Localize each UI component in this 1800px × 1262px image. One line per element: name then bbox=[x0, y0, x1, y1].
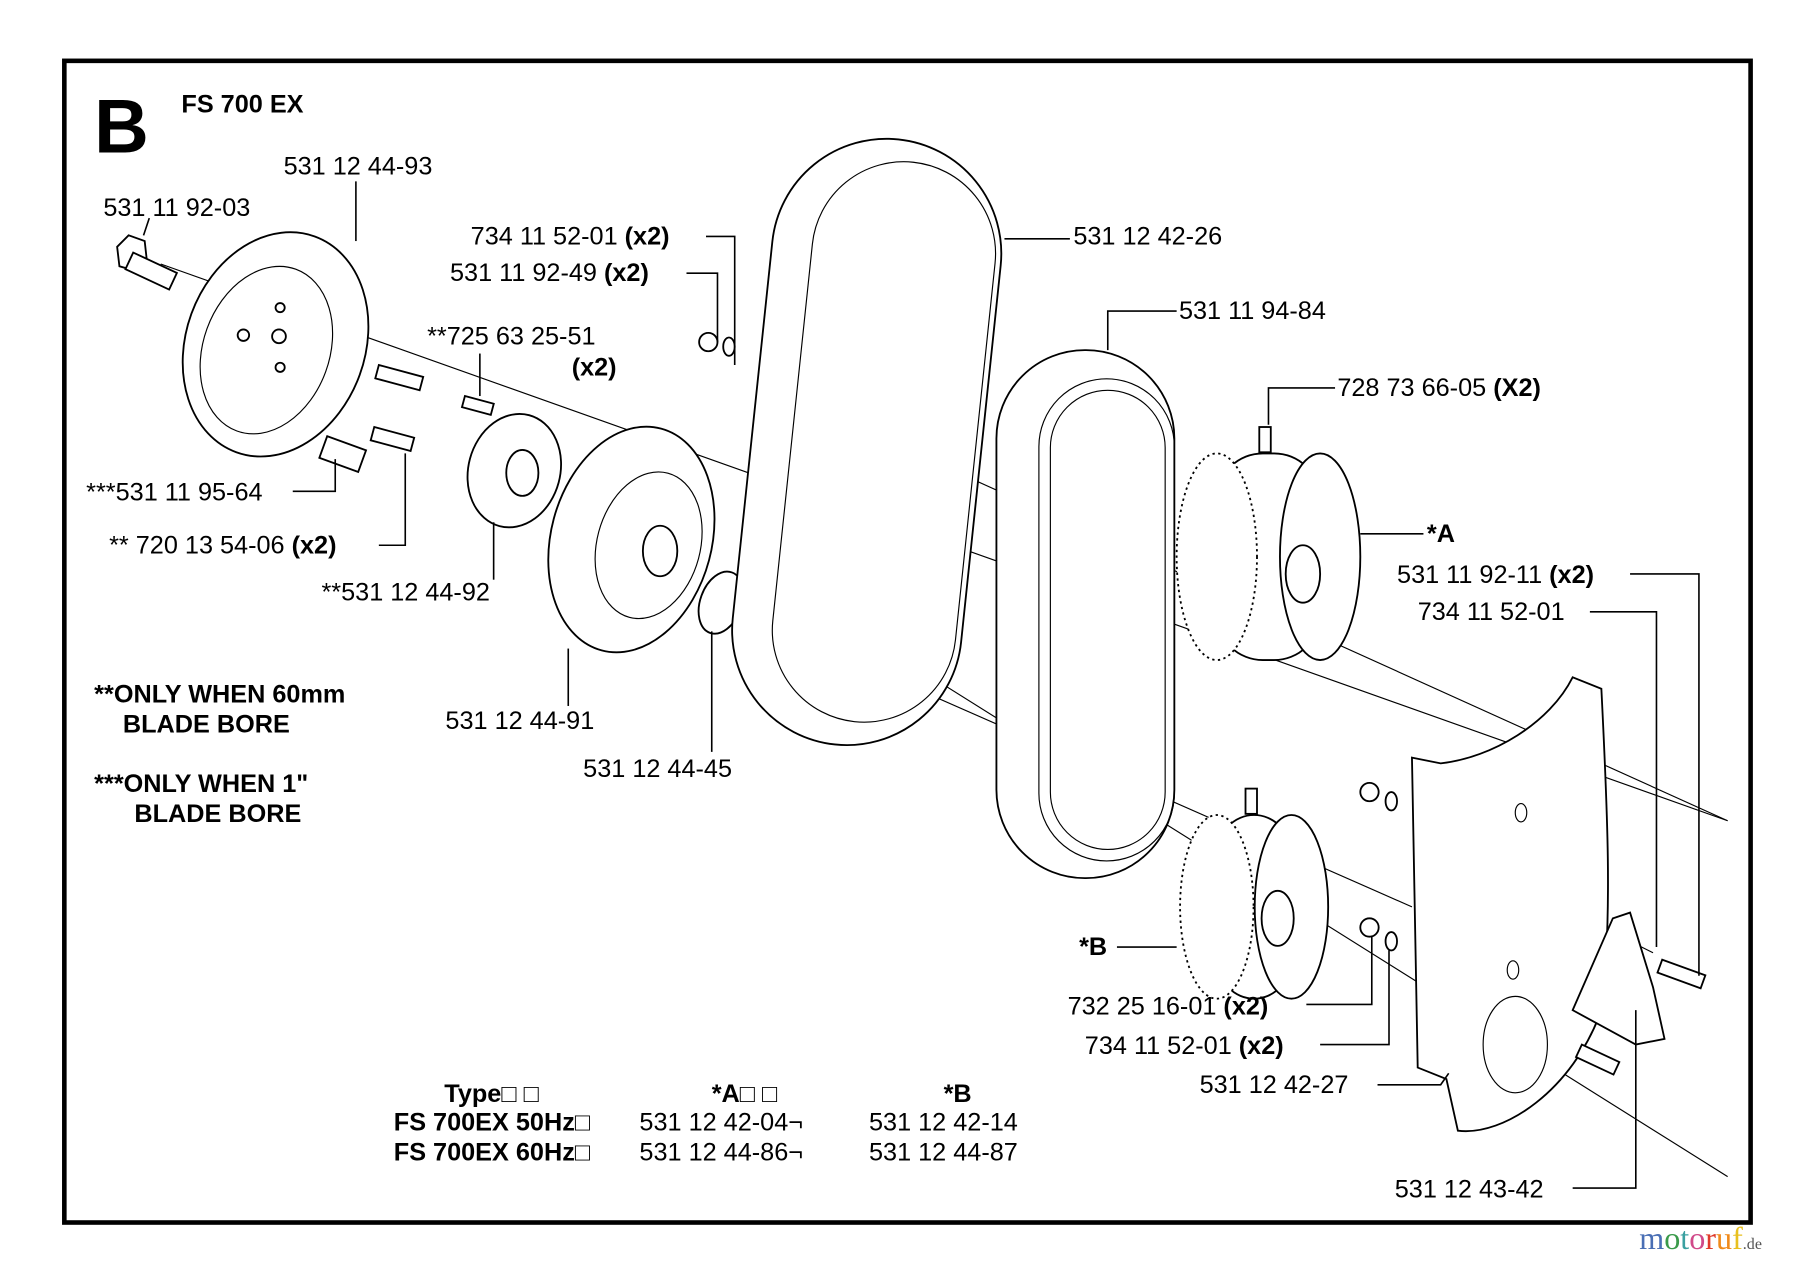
part-label: 531 12 43-42 bbox=[1395, 1175, 1544, 1203]
screw-part bbox=[460, 394, 495, 416]
nut-washer-right bbox=[1359, 781, 1398, 952]
part-label: 734 11 52-01 (x2) bbox=[471, 223, 670, 251]
part-label: *A bbox=[1427, 520, 1455, 548]
part-label: ***531 11 95-64 bbox=[86, 478, 262, 506]
part-label: **725 63 25-51 bbox=[427, 322, 595, 350]
table-cell: 531 12 42-04¬ bbox=[639, 1109, 803, 1137]
part-label: ** 720 13 54-06 (x2) bbox=[109, 531, 336, 559]
part-label: 531 11 94-84 bbox=[1179, 297, 1326, 325]
v-ribbed-belt bbox=[995, 349, 1176, 880]
table-cell: FS 700EX 50Hz□ bbox=[394, 1109, 591, 1137]
table-cell: FS 700EX 60Hz□ bbox=[394, 1139, 591, 1167]
belt-guard bbox=[1411, 676, 1609, 1133]
hub-part bbox=[466, 413, 562, 529]
svg-text:motoruf.de: motoruf.de bbox=[1639, 1220, 1762, 1256]
leader-lines bbox=[142, 181, 1700, 1189]
pins-part bbox=[318, 363, 425, 474]
part-label: 531 11 92-49 (x2) bbox=[450, 259, 649, 287]
part-label: 734 11 52-01 bbox=[1418, 598, 1565, 626]
note-line: **ONLY WHEN 60mm bbox=[94, 681, 345, 709]
note-line: BLADE BORE bbox=[134, 800, 301, 828]
part-label: 531 12 42-27 bbox=[1200, 1071, 1349, 1099]
part-label: (x2) bbox=[572, 353, 617, 381]
section-letter: B bbox=[94, 85, 149, 170]
pulley-a bbox=[1175, 426, 1362, 661]
bolt-part bbox=[116, 234, 179, 291]
diagram-frame bbox=[62, 58, 1753, 1225]
part-label: 531 11 92-11 (x2) bbox=[1397, 561, 1594, 589]
model-title: FS 700 EX bbox=[181, 90, 303, 118]
part-label: 728 73 66-05 (X2) bbox=[1337, 374, 1541, 402]
table-header: *B bbox=[944, 1080, 972, 1108]
part-label: 531 12 42-26 bbox=[1073, 223, 1222, 251]
part-label: 531 12 44-91 bbox=[445, 707, 594, 735]
type-table: Type□ □ *A□ □ *B FS 700EX 50Hz□ 531 12 4… bbox=[394, 1080, 1018, 1167]
drive-pulley-disc bbox=[547, 425, 716, 654]
part-label: *B bbox=[1079, 933, 1107, 961]
part-label: **531 12 44-92 bbox=[321, 578, 489, 606]
bolts-right bbox=[1574, 958, 1707, 1076]
part-label: 531 12 44-93 bbox=[284, 152, 433, 180]
large-belt bbox=[731, 137, 1003, 747]
part-label: 531 12 44-45 bbox=[583, 755, 732, 783]
part-label: 531 11 92-03 bbox=[103, 194, 250, 222]
part-label: 734 11 52-01 (x2) bbox=[1085, 1032, 1284, 1060]
notes: **ONLY WHEN 60mm BLADE BORE ***ONLY WHEN… bbox=[94, 681, 345, 828]
part-labels: 531 12 44-93 531 11 92-03 734 11 52-01 (… bbox=[86, 152, 1594, 1203]
table-header: *A□ □ bbox=[712, 1080, 778, 1108]
guard-holes bbox=[1482, 802, 1548, 1094]
pulley-b bbox=[1179, 787, 1330, 1000]
table-header: Type□ □ bbox=[444, 1080, 539, 1108]
table-cell: 531 12 42-14 bbox=[869, 1109, 1018, 1137]
note-line: BLADE BORE bbox=[123, 710, 290, 738]
table-cell: 531 12 44-87 bbox=[869, 1139, 1018, 1167]
part-label: 732 25 16-01 (x2) bbox=[1068, 993, 1269, 1021]
blade-adapter-disc bbox=[181, 231, 370, 458]
note-line: ***ONLY WHEN 1" bbox=[94, 770, 308, 798]
watermark-logo: motoruf.de bbox=[1639, 1220, 1762, 1256]
bracket-part bbox=[1571, 911, 1666, 1046]
table-cell: 531 12 44-86¬ bbox=[639, 1139, 803, 1167]
